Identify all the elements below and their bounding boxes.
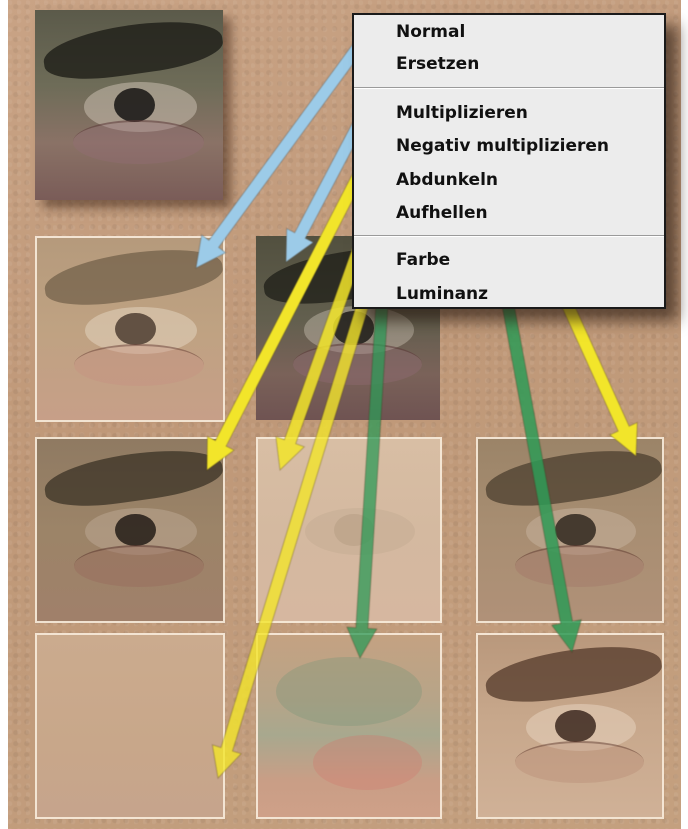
menu-item-multiplizieren[interactable]: Multiplizieren <box>396 101 528 125</box>
menu-item-aufhellen[interactable]: Aufhellen <box>396 201 488 225</box>
result-luminanz-tile <box>476 633 664 819</box>
menu-item-abdunkeln[interactable]: Abdunkeln <box>396 168 498 192</box>
menu-separator <box>354 235 664 237</box>
menu-item-normal[interactable]: Normal <box>396 20 465 44</box>
menu-item-luminanz[interactable]: Luminanz <box>396 282 488 306</box>
menu-item-negativ-multiplizieren[interactable]: Negativ multiplizieren <box>396 134 609 158</box>
result-negativ-multiplizieren-tile <box>256 437 442 623</box>
menu-item-ersetzen[interactable]: Ersetzen <box>396 52 479 76</box>
blend-mode-menu[interactable]: Normal Ersetzen Multiplizieren Negativ m… <box>352 13 666 309</box>
source-photo <box>35 10 223 200</box>
result-multiplizieren-tile <box>35 437 225 623</box>
result-farbe-tile <box>256 633 442 819</box>
menu-separator <box>354 87 664 89</box>
menu-item-farbe[interactable]: Farbe <box>396 248 450 272</box>
result-aufhellen-tile <box>35 633 225 819</box>
result-normal-tile <box>35 236 225 422</box>
result-abdunkeln-tile <box>476 437 664 623</box>
